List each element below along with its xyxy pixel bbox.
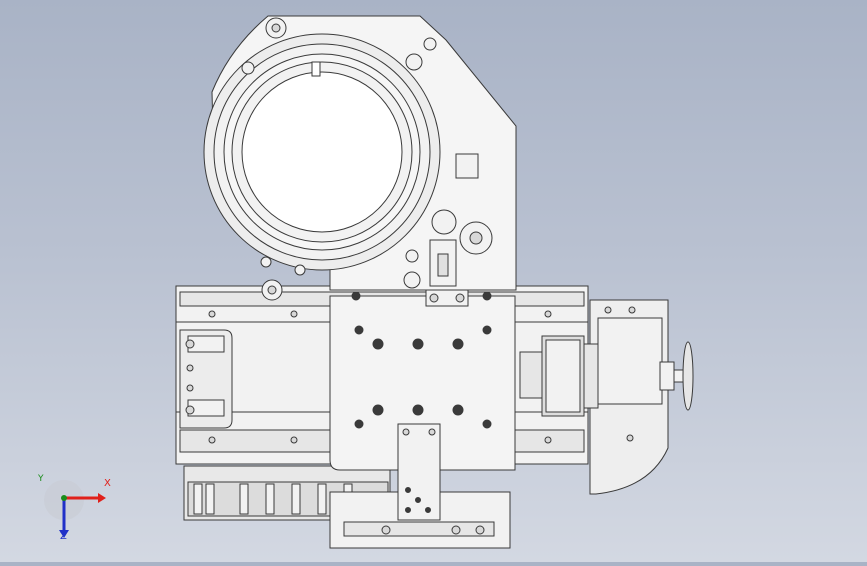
tensioner-pulley [425, 153, 493, 307]
x-axis-label: X [104, 478, 111, 489]
z-axis-label: Z [60, 531, 67, 542]
motor-housing [589, 299, 669, 495]
ring-bearing [203, 17, 441, 301]
center-bracket [397, 423, 441, 521]
y-axis-label: Y [38, 474, 44, 484]
coordinate-triad: X Y Z [38, 474, 120, 548]
left-bracket [179, 329, 233, 429]
shaft-coupling [519, 335, 694, 417]
main-plate [208, 291, 552, 471]
triad-arrows [44, 480, 106, 538]
